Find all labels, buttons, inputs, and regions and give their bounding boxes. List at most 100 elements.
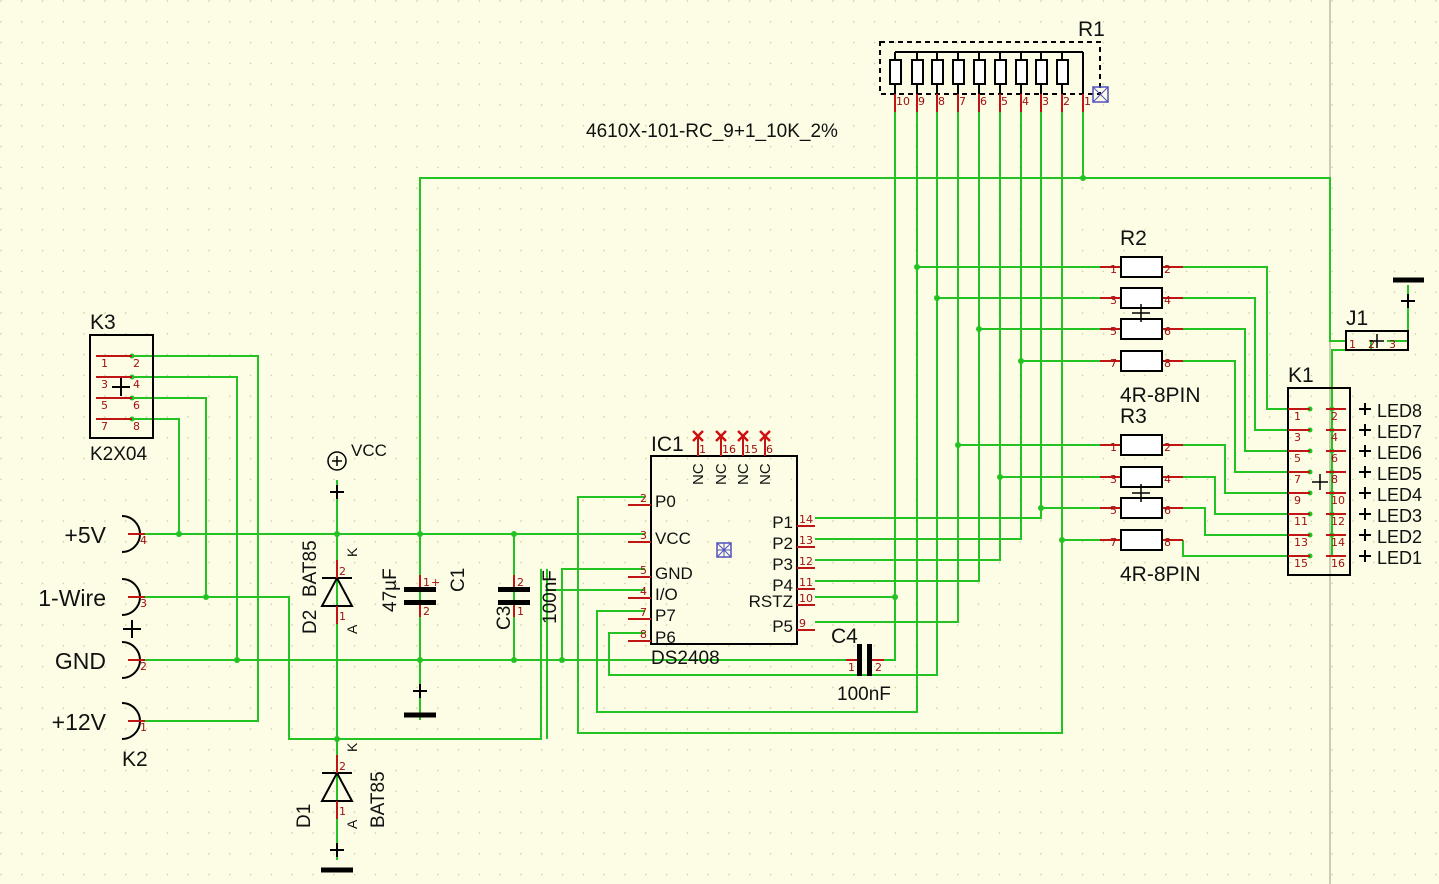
k3-pin-number: 2: [133, 357, 140, 370]
k1-pin-number: 1: [1294, 410, 1301, 423]
ic1-value: DS2408: [651, 648, 720, 669]
k1-led-label: LED5: [1377, 464, 1422, 484]
ic1-pin-number: 9: [799, 617, 806, 630]
r3-pin-number: 8: [1164, 536, 1171, 549]
ic1-pin-label: P0: [655, 492, 676, 511]
r1-pin-number: 6: [980, 95, 987, 108]
d2-diode[interactable]: 2 1 D2 BAT85 K A: [300, 540, 360, 634]
c4-ref: C4: [831, 625, 858, 648]
k1-led-label: LED2: [1377, 527, 1422, 547]
j1-pin-2: 2: [1368, 338, 1375, 351]
ic1-pin-number: 1: [699, 443, 706, 456]
k1-led-label: LED7: [1377, 422, 1422, 442]
k1-pin-number: 10: [1331, 494, 1345, 507]
ic1-pin-label: VCC: [655, 529, 691, 548]
k1-led-label: LED3: [1377, 506, 1422, 526]
r2-ref: R2: [1120, 227, 1147, 250]
ic1-pin-number: 14: [799, 513, 813, 526]
c4-capacitor[interactable]: 1 2 C4 100nF: [831, 625, 891, 705]
r1-ref: R1: [1078, 18, 1105, 41]
j1-pin-3: 3: [1389, 338, 1396, 351]
r2-pin-number: 8: [1164, 357, 1171, 370]
ic1-pin-number: 11: [799, 576, 813, 589]
r2-resistor-element: [1120, 256, 1163, 278]
c1-capacitor[interactable]: 1 + 2 C1 47µF: [380, 568, 469, 718]
d1-anode: A: [344, 819, 360, 829]
d1-diode[interactable]: 2 1 D1 BAT85 K A: [294, 742, 389, 873]
r2-pin-number: 2: [1164, 263, 1171, 276]
k2-terminal-label: +5V: [64, 522, 106, 548]
k2-terminal-label: 1-Wire: [38, 585, 106, 611]
j1-jumper[interactable]: J1 1 2 3: [1345, 307, 1409, 351]
ic1-origin-marker-icon: [716, 542, 732, 558]
k2-pin-number: 2: [140, 660, 147, 673]
c3-capacitor[interactable]: 2 1 C3 100nF: [494, 570, 561, 630]
k1-pin-number: 15: [1294, 557, 1308, 570]
r1-resistor-element: [952, 59, 965, 85]
ic1-pin-number: 16: [722, 443, 736, 456]
r1-pin-number: 7: [959, 95, 966, 108]
svg-text:1: 1: [517, 605, 524, 618]
k1-led-label: LED8: [1377, 401, 1422, 421]
k1-pin-number: 14: [1331, 536, 1345, 549]
c3-ref: C3: [494, 606, 515, 630]
r1-value: 4610X-101-RC_9+1_10K_2%: [586, 121, 838, 142]
r1-pin-number: 4: [1022, 95, 1029, 108]
ic1-pin-label: P1: [772, 513, 793, 532]
k3-value: K2X04: [90, 444, 147, 465]
d1-value: BAT85: [368, 771, 389, 828]
k3-pin-number: 8: [133, 420, 140, 433]
k2-pin-number: 3: [140, 597, 147, 610]
svg-text:+: +: [431, 576, 440, 589]
k3-pin-number: 1: [101, 357, 108, 370]
ic1-pin-number: 3: [640, 529, 647, 542]
ic1-pin-number: 4: [640, 585, 647, 598]
ic1-ref: IC1: [651, 433, 684, 456]
r2-value: 4R-8PIN: [1120, 384, 1201, 407]
r1-resistor-element: [1056, 59, 1069, 85]
r2-pin-number: 5: [1110, 325, 1117, 338]
k2-pin-number: 4: [140, 534, 147, 547]
svg-text:1: 1: [423, 576, 430, 589]
r3-value: 4R-8PIN: [1120, 563, 1201, 586]
r3-pin-number: 6: [1164, 504, 1171, 517]
d1-cathode: K: [344, 742, 360, 752]
k2-pin-number: 1: [140, 721, 147, 734]
k1-pin-number: 5: [1294, 452, 1301, 465]
k1-led-label: LED4: [1377, 485, 1422, 505]
r2-pin-number: 4: [1164, 294, 1171, 307]
k2-terminal-label: GND: [55, 648, 106, 674]
ic1-pin-number: 6: [766, 443, 773, 456]
svg-text:2: 2: [875, 661, 882, 674]
supply-bar-icon: [1393, 277, 1424, 308]
ic1-pin-label: GND: [655, 564, 693, 583]
r3-pin-number: 2: [1164, 441, 1171, 454]
r1-resistor-element: [994, 59, 1007, 85]
svg-text:2: 2: [339, 565, 346, 578]
r1-resistor-element: [911, 59, 924, 85]
c4-value: 100nF: [837, 684, 891, 705]
d1-ref: D1: [294, 804, 315, 828]
k1-pin-number: 13: [1294, 536, 1308, 549]
ic1-pin-label: P4: [772, 576, 793, 595]
r2-pin-number: 6: [1164, 325, 1171, 338]
j1-ref: J1: [1346, 307, 1368, 330]
ic1-pin-label: P3: [772, 555, 793, 574]
k1-pin-number: 7: [1294, 473, 1301, 486]
r3-pin-number: 7: [1110, 536, 1117, 549]
ic1-pin-label: P5: [772, 617, 793, 636]
k1-pin-number: 8: [1331, 473, 1338, 486]
svg-text:2: 2: [517, 576, 524, 589]
ic1-pin-number: 10: [799, 592, 813, 605]
k1-pin-number: 4: [1331, 431, 1338, 444]
r1-resistor-element: [1015, 59, 1028, 85]
